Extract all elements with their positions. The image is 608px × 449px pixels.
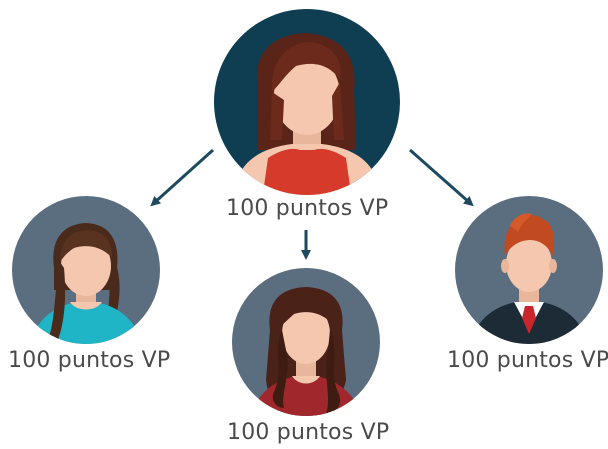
avatar-right xyxy=(455,196,603,344)
avatar-top xyxy=(214,9,400,195)
avatar-left xyxy=(12,196,160,344)
node-label-top: 100 puntos VP xyxy=(226,196,389,221)
avatar-center xyxy=(232,268,380,416)
arrow-to-left xyxy=(150,148,215,207)
arrow-to-right xyxy=(409,148,474,207)
node-label-center: 100 puntos VP xyxy=(227,420,390,445)
node-label-left: 100 puntos VP xyxy=(8,348,171,373)
node-label-right: 100 puntos VP xyxy=(447,348,608,373)
